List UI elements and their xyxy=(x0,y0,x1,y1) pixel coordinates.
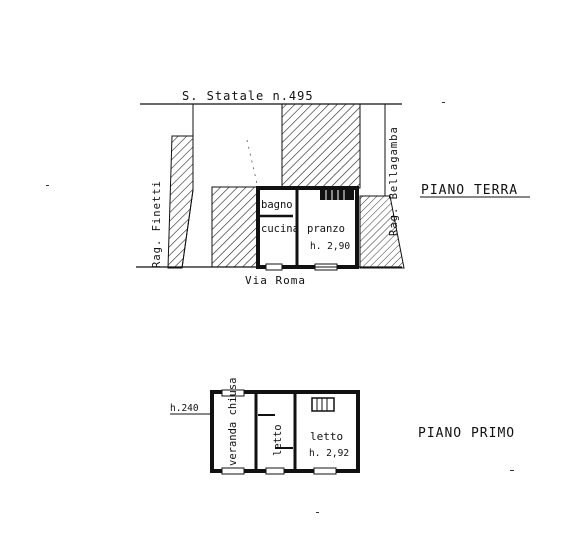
adjacent-left-hatch xyxy=(211,186,259,268)
first-floor-height: h. 2,92 xyxy=(309,448,349,459)
first-floor-walls xyxy=(210,390,360,473)
stair-block xyxy=(311,397,335,412)
leader-line xyxy=(246,139,259,189)
room-label-veranda: veranda chiusa xyxy=(227,377,239,466)
veranda-height-label: h.240 xyxy=(170,403,199,414)
neighbor-label-bellagamba: Rag. Bellagamba xyxy=(388,126,400,236)
door-opening xyxy=(265,263,283,271)
window-opening xyxy=(313,467,337,475)
road-label-via-roma: Via Roma xyxy=(245,274,306,287)
window-opening xyxy=(265,467,285,475)
boundary-line xyxy=(181,189,194,269)
paper-specks xyxy=(46,102,514,513)
neighbor-label-finetti: Rag. Finetti xyxy=(151,180,163,268)
room-label-letto-small: letto xyxy=(272,424,284,456)
window-opening xyxy=(221,389,245,397)
room-label-bagno: bagno xyxy=(261,199,293,211)
stair-block xyxy=(320,190,354,200)
neighbor-right-rear-hatch xyxy=(281,103,361,189)
room-label-letto-large: letto xyxy=(310,430,343,443)
road-label-statale: S. Statale n.495 xyxy=(182,89,314,103)
first-floor-plan: h.240 veranda chiusa letto letto h. 2,92… xyxy=(170,377,515,475)
neighbor-left-hatch xyxy=(167,135,194,269)
window-opening xyxy=(221,467,245,475)
floor-title-piano-primo: PIANO PRIMO xyxy=(418,426,515,441)
room-label-cucina: cucina xyxy=(261,223,299,235)
ground-floor-plan: S. Statale n.495 Via Roma Rag. Finetti R… xyxy=(136,89,530,287)
neighbor-right-front-hatch xyxy=(359,195,405,269)
ground-floor-walls xyxy=(256,186,359,269)
floor-title-piano-terra: PIANO TERRA xyxy=(421,183,518,198)
ground-floor-height: h. 2,90 xyxy=(310,241,350,252)
room-label-pranzo: pranzo xyxy=(307,223,345,235)
